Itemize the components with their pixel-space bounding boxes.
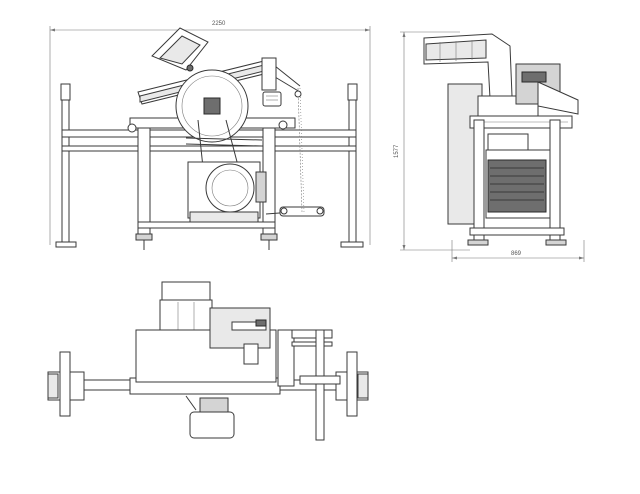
motor [187,161,267,223]
top-left-outrigger [47,351,85,417]
side-motor [485,133,551,219]
side-height-dimension: 1577 [394,31,470,251]
side-height-label: 1577 [394,144,400,158]
top-view [47,281,369,441]
side-view: 1577 869 [394,31,585,262]
top-motor [185,395,235,439]
side-depth-label: 869 [511,251,522,257]
front-view: 2250 [49,21,371,250]
side-feed-hood [423,33,513,99]
right-outrigger-post [340,83,364,248]
side-depth-dimension: 869 [451,240,585,262]
top-side-arms [291,329,341,441]
top-right-outrigger [335,351,369,417]
feed-chute [151,27,209,72]
side-saw-housing [447,63,579,225]
top-machine-body [135,307,295,387]
chain [294,87,305,213]
front-width-dimension: 2250 [49,21,371,245]
saw-blade [175,69,249,143]
spring-housing [262,91,282,107]
front-width-label: 2250 [212,21,226,27]
left-outrigger-post [55,83,77,248]
